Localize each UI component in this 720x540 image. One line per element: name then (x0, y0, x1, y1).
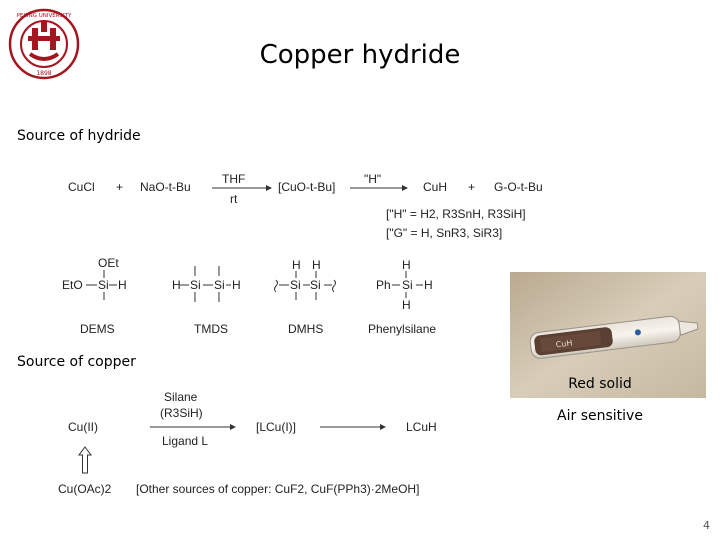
dems-h: H (118, 278, 127, 292)
vial-label: CuH (555, 338, 573, 349)
copper-reaction-arrow-1 (150, 424, 236, 430)
reaction-arrow-2 (350, 185, 408, 191)
photo-caption-red-solid: Red solid (568, 376, 632, 392)
phsi-h-bottom: H (402, 298, 411, 312)
svg-text:1898: 1898 (36, 70, 51, 77)
hollow-up-arrow-icon (78, 446, 92, 474)
plus-sign-2: + (468, 180, 476, 194)
copper-arrow-top-2: (R3SiH) (160, 406, 203, 420)
copper-arrow-bottom: Ligand L (162, 434, 209, 448)
dmhs-si2: Si (310, 278, 321, 292)
other-copper-sources: [Other sources of copper: CuF2, CuF(PPh3… (136, 482, 420, 496)
phsi-ph: Ph (376, 278, 391, 292)
section-heading-copper: Source of copper (17, 354, 136, 370)
university-logo: PEKING UNIVERSITY 1898 (8, 8, 80, 80)
photo-caption-air-sensitive: Air sensitive (557, 408, 643, 424)
intermediate-cuotbu: [CuO-t-Bu] (278, 180, 336, 194)
phsi-h-top: H (402, 258, 411, 272)
page-number: 4 (703, 519, 710, 532)
phsi-h-right: H (424, 278, 433, 292)
dems-bonds (86, 270, 117, 300)
copper-reaction-arrow-2 (320, 424, 386, 430)
dems-si: Si (98, 278, 109, 292)
arrow1-top-label: THF (222, 172, 246, 186)
cu-oac2: Cu(OAc)2 (58, 482, 112, 496)
section-heading-hydride: Source of hydride (17, 128, 141, 144)
silane-label-dems: DEMS (80, 322, 115, 336)
tmds-si2: Si (214, 278, 225, 292)
tmds-bonds (180, 266, 231, 302)
plus-sign: + (116, 180, 124, 194)
copper-arrow-top-1: Silane (164, 390, 198, 404)
reactant-cucl: CuCl (68, 180, 95, 194)
reaction-arrow-1 (212, 185, 272, 191)
tmds-h-right: H (232, 278, 241, 292)
product-cuh: CuH (423, 180, 448, 194)
g-group-note: ["G" = H, SnR3, SiR3] (386, 226, 503, 240)
dmhs-h2: H (312, 258, 321, 272)
svg-text:PEKING UNIVERSITY: PEKING UNIVERSITY (17, 13, 72, 19)
dmhs-h1: H (292, 258, 301, 272)
phsi-si: Si (402, 278, 413, 292)
dems-oet: OEt (98, 256, 119, 270)
dems-eto: EtO (62, 278, 83, 292)
lcuh: LCuH (406, 420, 437, 434)
phsi-bonds (392, 271, 423, 298)
hydride-source-note: ["H" = H2, R3SnH, R3SiH] (386, 207, 526, 221)
cuh-vial-photo: CuH (510, 272, 706, 398)
arrow1-bottom-label: rt (230, 192, 238, 206)
lcu-i: [LCu(I)] (256, 420, 297, 434)
dmhs-bonds (274, 271, 336, 300)
silane-label-tmds: TMDS (194, 322, 228, 336)
silane-label-phenylsilane: Phenylsilane (368, 322, 437, 336)
page-title: Copper hydride (259, 40, 461, 70)
arrow2-top-label: "H" (364, 172, 382, 186)
tmds-si1: Si (190, 278, 201, 292)
reactant-naotbu: NaO-t-Bu (140, 180, 191, 194)
product-gotbu: G-O-t-Bu (494, 180, 543, 194)
silane-label-dmhs: DMHS (288, 322, 324, 336)
cu-ii: Cu(II) (68, 420, 98, 434)
tmds-h-left: H (172, 278, 181, 292)
dmhs-si1: Si (290, 278, 301, 292)
